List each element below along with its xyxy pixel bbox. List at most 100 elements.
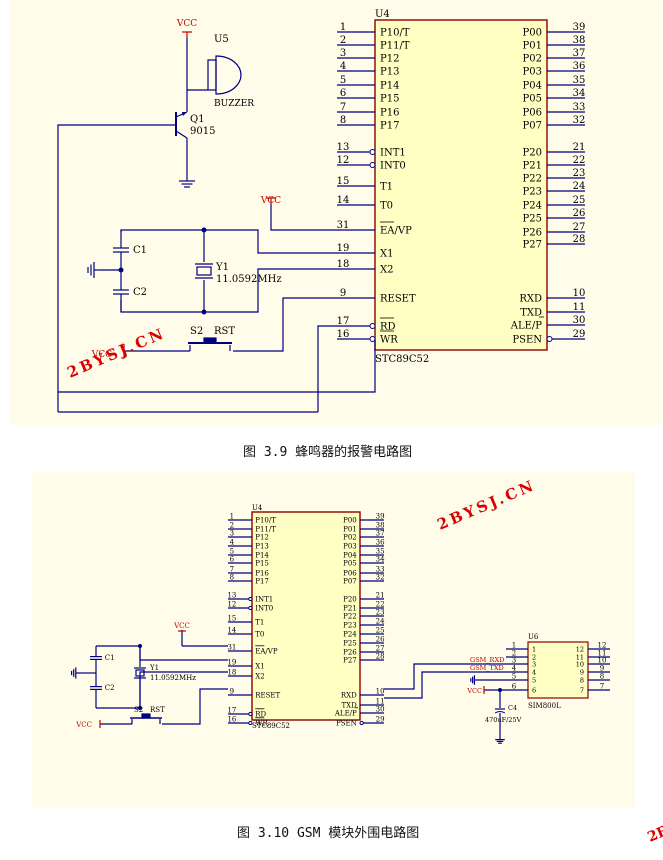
fig1-switch-name: RST <box>214 326 235 337</box>
fig2-pin-28-number: 28 <box>376 653 385 661</box>
fig1-q1-collector <box>175 130 188 139</box>
fig2-pin-9-number: 9 <box>230 688 234 696</box>
fig1-pin-37-name: P02 <box>523 54 542 65</box>
fig1-pin-25-number: 25 <box>573 195 586 206</box>
fig1-pin-14-name: T0 <box>380 201 393 212</box>
fig1-switch-ref: S2 <box>190 326 203 337</box>
fig1-crystal-ref: Y1 <box>215 262 229 273</box>
fig2-wire-reset <box>162 688 228 725</box>
fig2-pin-22-number: 22 <box>376 601 385 609</box>
fig1-pin-26-number: 26 <box>573 208 586 219</box>
fig2-gsm-part: SIM800L <box>528 702 561 710</box>
fig2-pin-16-bubble <box>248 720 253 726</box>
fig1-chip-ref: U4 <box>375 9 390 20</box>
fig1-pin-9-name: RESET <box>380 294 416 305</box>
fig1-pin-11-name: TXD <box>520 308 542 319</box>
fig2-vcc-ea-label: VCC <box>173 622 190 630</box>
fig2-pin-29-number: 29 <box>376 716 385 724</box>
fig2-pin-38-name: P01 <box>343 525 357 533</box>
fig2-chip-part: STC89C52 <box>252 722 290 730</box>
fig1-chip-part: STC89C52 <box>375 354 429 365</box>
fig1-pin-36-number: 36 <box>573 61 586 72</box>
fig1-pin-1-name: P10/T <box>380 28 410 39</box>
fig2-pin-21-number: 21 <box>376 592 385 600</box>
fig2-gsm-pin-11-name: 11 <box>576 654 584 662</box>
fig1-pin-25-name: P24 <box>523 201 542 212</box>
fig2-pin-31-number: 31 <box>227 644 236 652</box>
fig2-pin-12-name: INT0 <box>255 604 273 612</box>
fig1-wire-reset <box>233 297 337 352</box>
fig2-pin-35-name: P04 <box>343 551 357 559</box>
fig1-pin-24-name: P23 <box>523 187 542 198</box>
fig2-pin-32-name: P07 <box>343 577 357 585</box>
fig1-pin-18-name: X2 <box>380 265 393 276</box>
fig1-pin-14-number: 14 <box>337 195 350 206</box>
fig2-pin-4-number: 4 <box>230 539 235 547</box>
fig2-pin-26-number: 26 <box>376 636 385 644</box>
fig2-gsm-pin-2-name: 2 <box>532 654 536 662</box>
fig2-gsm-pin-10-number: 10 <box>598 657 607 665</box>
fig1-pin-4-number: 4 <box>340 61 346 72</box>
fig1-pin-8-number: 8 <box>340 115 346 126</box>
fig2-gsm-pin-4-name: 4 <box>532 669 536 677</box>
fig2-wire-rxd <box>384 663 506 690</box>
fig1-pin-39-number: 39 <box>573 22 586 33</box>
fig2-pin-17-name: RD <box>255 710 266 718</box>
corner-watermark: 2B <box>645 822 663 845</box>
fig2-pin-23-name: P22 <box>343 612 357 620</box>
fig2-gsm-pin-6-number: 6 <box>512 683 517 691</box>
fig2-pin-31-name: EA/VP <box>255 647 278 655</box>
fig1-pin-22-name: P21 <box>523 161 542 172</box>
fig2-switch-ref: S2 <box>134 706 143 714</box>
fig2-gsm-pin-3-name: 3 <box>532 661 536 669</box>
fig2-gsm-pin-10-name: 10 <box>576 661 584 669</box>
fig2-pin-38-number: 38 <box>376 522 385 530</box>
fig1-pin-6-number: 6 <box>340 88 346 99</box>
fig1-pin-21-number: 21 <box>573 142 586 153</box>
fig1-q1-part: 9015 <box>190 126 215 137</box>
fig2-pin-24-number: 24 <box>376 618 385 626</box>
fig2-pin-5-number: 5 <box>230 548 234 556</box>
fig2-pin-28-name: P27 <box>343 656 357 664</box>
fig1-pin-8-name: P17 <box>380 121 399 132</box>
fig2-pin-30-number: 30 <box>376 706 385 714</box>
fig2-gsm-ref: U6 <box>528 633 539 641</box>
fig2-pin-21-name: P20 <box>343 595 357 603</box>
fig2-pin-23-number: 23 <box>376 609 385 617</box>
fig2-cap-c4-value: 470uF/25V <box>485 716 522 724</box>
fig1-pin-21-name: P20 <box>523 148 542 159</box>
fig1-pin-27-number: 27 <box>573 222 586 233</box>
fig2-pin-10-number: 10 <box>376 688 385 696</box>
fig2-pin-19-name: X1 <box>255 662 264 670</box>
fig2-pin-17-bubble <box>248 711 253 717</box>
fig1-buzzer-name: BUZZER <box>214 99 254 109</box>
fig1-pin-38-number: 38 <box>573 35 586 46</box>
fig1-buzzer-ref: U5 <box>214 34 229 45</box>
fig2-chip-body <box>251 511 361 721</box>
fig2-wire-x1 <box>96 645 228 661</box>
fig1-pin-15-name: T1 <box>380 182 393 193</box>
fig1-pin-17-name: RD <box>380 322 396 333</box>
fig2-pin-4-name: P13 <box>255 542 269 550</box>
fig1-pin-2-number: 2 <box>340 35 346 46</box>
fig2-pin-16-name: WR <box>255 719 268 727</box>
fig2-pin-11-name: TXD <box>341 701 357 709</box>
fig1-pin-9-number: 9 <box>340 288 346 299</box>
fig2-pin-25-number: 25 <box>376 627 385 635</box>
fig2-pin-11-number: 11 <box>376 698 385 706</box>
fig1-pin-28-name: P27 <box>523 240 542 251</box>
fig2-gsm-pin-1-number: 1 <box>512 642 516 650</box>
fig2-pin-7-number: 7 <box>230 566 234 574</box>
fig2-pin-7-name: P16 <box>255 569 269 577</box>
fig1-wire-rd <box>317 325 337 412</box>
fig2-pin-8-number: 8 <box>230 574 234 582</box>
fig2-pin-24-name: P23 <box>343 621 357 629</box>
fig1-pin-10-number: 10 <box>573 288 586 299</box>
fig1-pin-27-name: P26 <box>523 228 542 239</box>
fig1-crystal-value: 11.0592MHz <box>216 274 282 285</box>
fig1-pin-15-number: 15 <box>337 176 350 187</box>
fig1-pin-24-number: 24 <box>573 181 586 192</box>
fig2-gsm-pin-12-name: 12 <box>576 646 584 654</box>
figure-caption-alarm: 图 3.9 蜂鸣器的报警电路图 <box>243 445 413 460</box>
